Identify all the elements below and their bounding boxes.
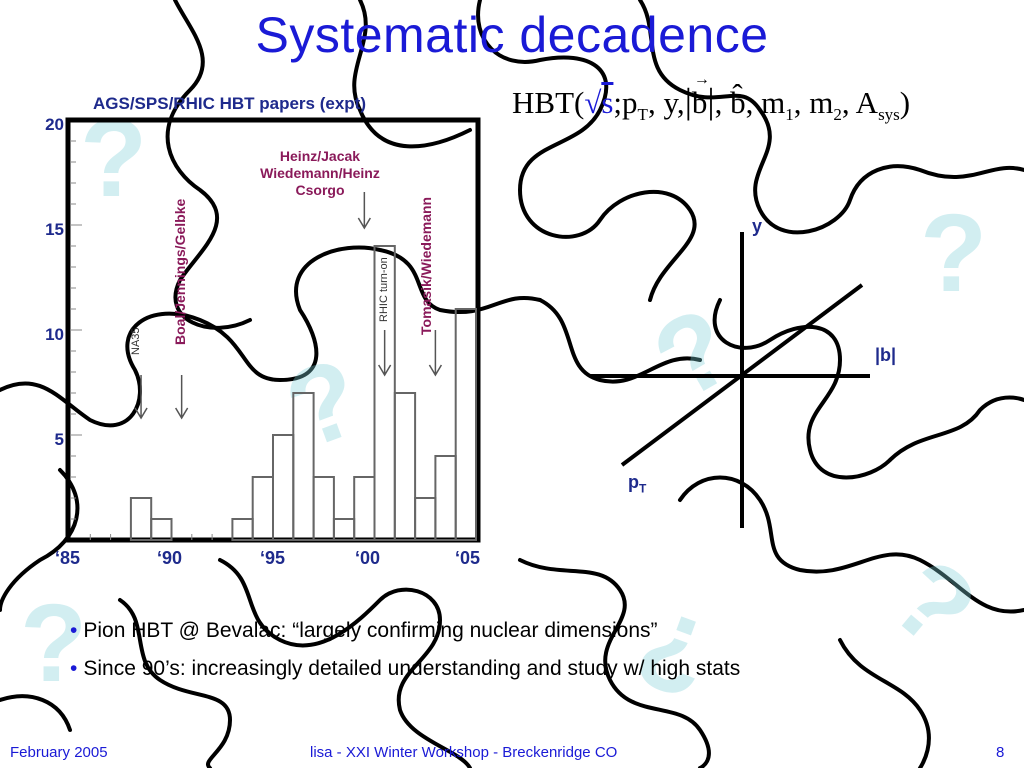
formula-m2-sub: 2: [833, 105, 842, 125]
formula-b-vec: →b: [691, 71, 710, 120]
bullet-item: •Pion HBT @ Bevalac: “largely confirming…: [70, 619, 658, 642]
formula-close: ): [899, 85, 911, 120]
footer-page-number: 8: [996, 744, 1005, 761]
formula-bhat-m: , b̂, m: [714, 85, 786, 120]
chart-minor-ticks: [70, 140, 457, 540]
slide-title: Systematic decadence: [255, 7, 769, 63]
histogram-bar: [312, 476, 335, 541]
pt-axis-label: pT: [628, 472, 647, 496]
footer-event: lisa - XXI Winter Workshop - Breckenridg…: [310, 744, 618, 761]
x-tick-label: ‘85: [55, 548, 81, 568]
footer-date: February 2005: [10, 744, 108, 761]
histogram-bar: [454, 308, 478, 541]
y-tick-label: 5: [54, 430, 64, 449]
histogram-bar: [332, 518, 356, 541]
question-mark-decoration: ?: [20, 582, 88, 705]
b-axis-label: |b|: [875, 345, 897, 365]
annotation-arrow: [357, 192, 371, 230]
annotation-heinz: Heinz/Jacak Wiedemann/Heinz Csorgo: [260, 148, 380, 198]
histogram-bar: [414, 497, 437, 541]
histogram-bar: [434, 455, 457, 541]
question-mark-decoration: ?: [920, 192, 988, 315]
x-tick-label: ‘95: [260, 548, 286, 568]
bullet-list: •Pion HBT @ Bevalac: “largely confirming…: [70, 612, 740, 688]
abs-bar-icon: |: [684, 81, 692, 121]
histogram-bar: [353, 476, 376, 541]
abs-bar-icon: |: [707, 81, 715, 121]
x-tick-label: ‘05: [455, 548, 481, 568]
bullet-dot-icon: •: [70, 657, 78, 680]
pt-axis-line: [620, 283, 864, 467]
histogram-bar: [393, 392, 417, 541]
histogram-bar: [231, 518, 254, 541]
formula-y: , y,: [647, 85, 685, 120]
bullet-dot-icon: •: [70, 619, 78, 642]
annotation-boal: Boal/Jennings/Gelbke: [172, 198, 188, 345]
y-tick-label: 10: [45, 325, 64, 344]
hbt-formula: HBT(√s;pT, y,|→b|, b̂, m1, m2, Asys): [512, 71, 911, 125]
x-tick-label: ‘00: [355, 548, 381, 568]
formula-pt-sub: T: [637, 105, 648, 125]
formula-m1-sub: 1: [785, 105, 794, 125]
axes-diagram: [590, 232, 870, 528]
annotation-na35: NA35: [130, 327, 142, 355]
formula-sqrt-s: s: [601, 85, 614, 120]
y-tick-label: 20: [45, 115, 64, 134]
histogram-bar: [129, 497, 153, 541]
y-tick-label: 15: [45, 220, 64, 239]
annotation-arrow: [378, 330, 392, 377]
formula-pt: ;p: [613, 85, 638, 120]
annotation-arrow: [175, 375, 189, 420]
annotation-arrow: [428, 330, 443, 377]
annotation-tomasik: Tomasik/Wiedemann: [418, 196, 434, 335]
histogram-bar: [292, 392, 315, 541]
formula-a-sub: sys: [878, 105, 900, 125]
histogram-bar: [272, 434, 295, 541]
formula-a: , A: [841, 85, 879, 120]
histogram-bar: [251, 476, 274, 541]
formula-m2: , m: [793, 85, 834, 120]
histogram-bar: [150, 518, 173, 541]
chart-arrows: [134, 192, 443, 420]
chart-bars: [129, 245, 478, 541]
x-tick-label: ‘90: [157, 548, 183, 568]
annotation-arrow: [134, 375, 148, 420]
y-axis-label: y: [752, 216, 763, 236]
annotation-rhic: RHIC turn-on: [378, 257, 390, 322]
sqrt-symbol: √: [584, 85, 602, 120]
bullet-item: •Since 90’s: increasingly detailed under…: [70, 657, 741, 680]
formula-prefix: HBT(: [512, 85, 585, 120]
chart-title: AGS/SPS/RHIC HBT papers (expt): [93, 94, 366, 113]
